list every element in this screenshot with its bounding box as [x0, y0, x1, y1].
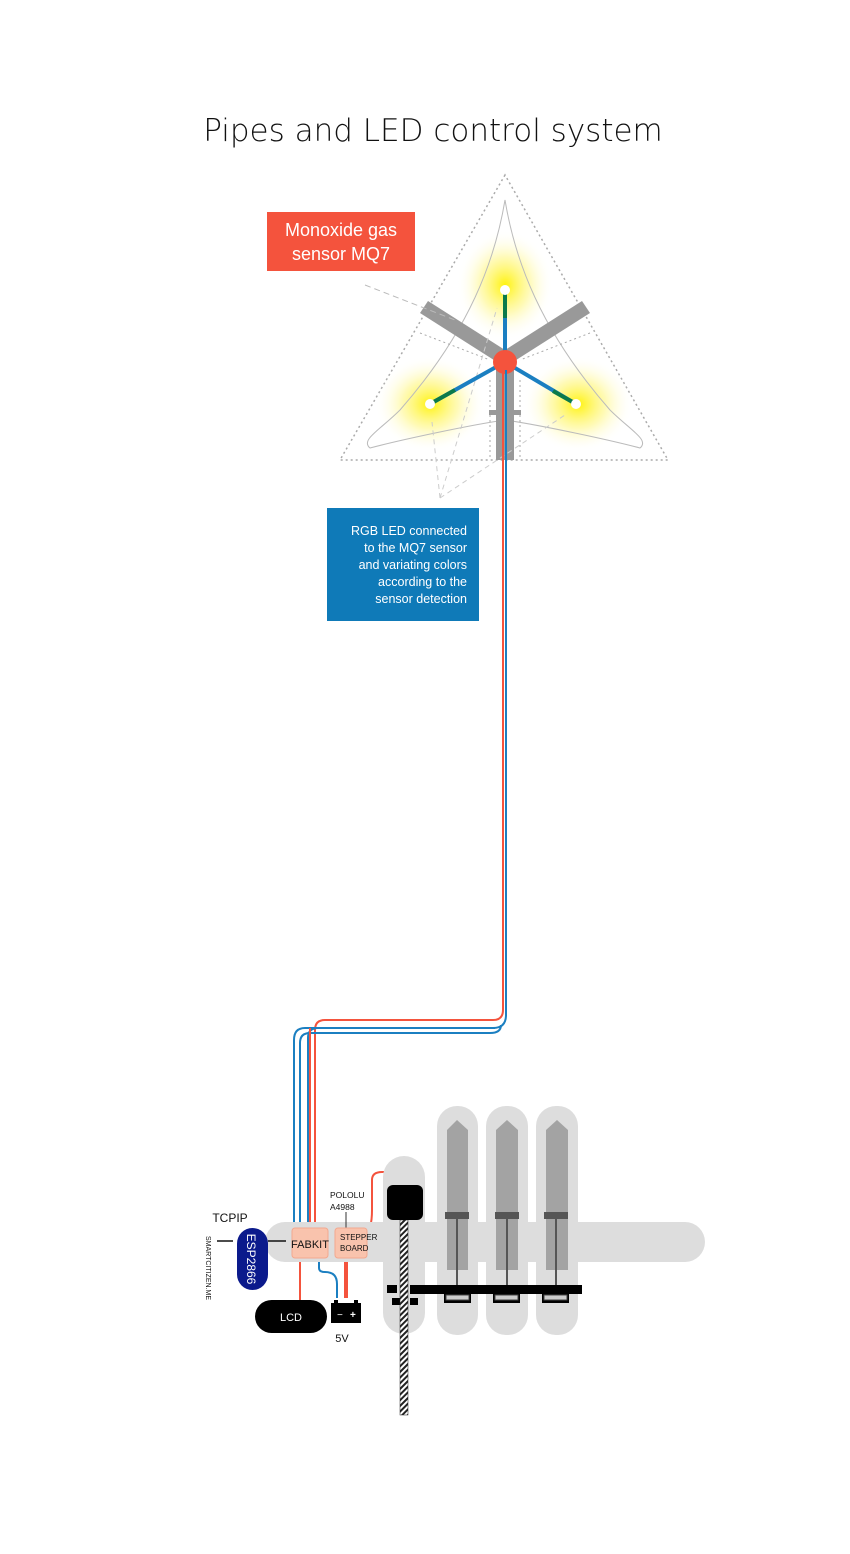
- led-callout-line: according to the: [378, 575, 467, 589]
- lcd-display: [255, 1300, 327, 1333]
- svg-text:+: +: [350, 1310, 356, 1321]
- voltage-label: 5V: [335, 1333, 349, 1345]
- stepper-label: STEPPER: [340, 1233, 378, 1242]
- smartcitizen-label: SMARTCITIZEN.ME: [204, 1236, 211, 1300]
- led-callout-line: sensor detection: [375, 592, 467, 606]
- battery-icon: − +: [331, 1300, 361, 1323]
- callout-leader: [364, 284, 456, 321]
- sensor-callout-line2: sensor MQ7: [292, 244, 390, 264]
- pipe-column: [486, 1106, 528, 1335]
- esp-label: ESP2866: [244, 1234, 258, 1285]
- led-icon: [500, 285, 510, 295]
- fabkit-board: [291, 1227, 329, 1259]
- led-callout-line: and variating colors: [359, 558, 467, 572]
- sensor-callout-line1: Monoxide gas: [285, 220, 397, 240]
- fabkit-label: FABKIT: [291, 1239, 329, 1251]
- diagram-title: Pipes and LED control system: [203, 113, 663, 149]
- stepper-mechanism: [265, 1106, 705, 1416]
- pipe-triangle-module: [338, 173, 670, 499]
- led-icon: [425, 399, 435, 409]
- sensor-callout-box: [267, 212, 415, 271]
- pipe-column: [536, 1106, 578, 1335]
- stepper-label-2: BOARD: [340, 1244, 369, 1253]
- stepper-motor: [387, 1185, 423, 1220]
- lcd-label: LCD: [280, 1312, 302, 1324]
- led-callout-line: RGB LED connected: [351, 524, 467, 538]
- pipe-column: [437, 1106, 478, 1335]
- signal-wires: [293, 370, 507, 1302]
- pololu-label: POLOLU: [330, 1190, 365, 1200]
- led-icon: [571, 399, 581, 409]
- esp-module: [237, 1228, 268, 1290]
- linear-bar: [410, 1285, 582, 1294]
- threaded-rod: [399, 1219, 409, 1416]
- svg-text:−: −: [337, 1310, 343, 1321]
- led-callout-box: [327, 508, 479, 621]
- tcpip-label: TCPIP: [212, 1211, 247, 1225]
- stepper-board: [334, 1227, 368, 1259]
- pololu-model: A4988: [330, 1202, 355, 1212]
- mq7-sensor-node: [493, 350, 517, 374]
- led-callout-line: to the MQ7 sensor: [364, 541, 467, 555]
